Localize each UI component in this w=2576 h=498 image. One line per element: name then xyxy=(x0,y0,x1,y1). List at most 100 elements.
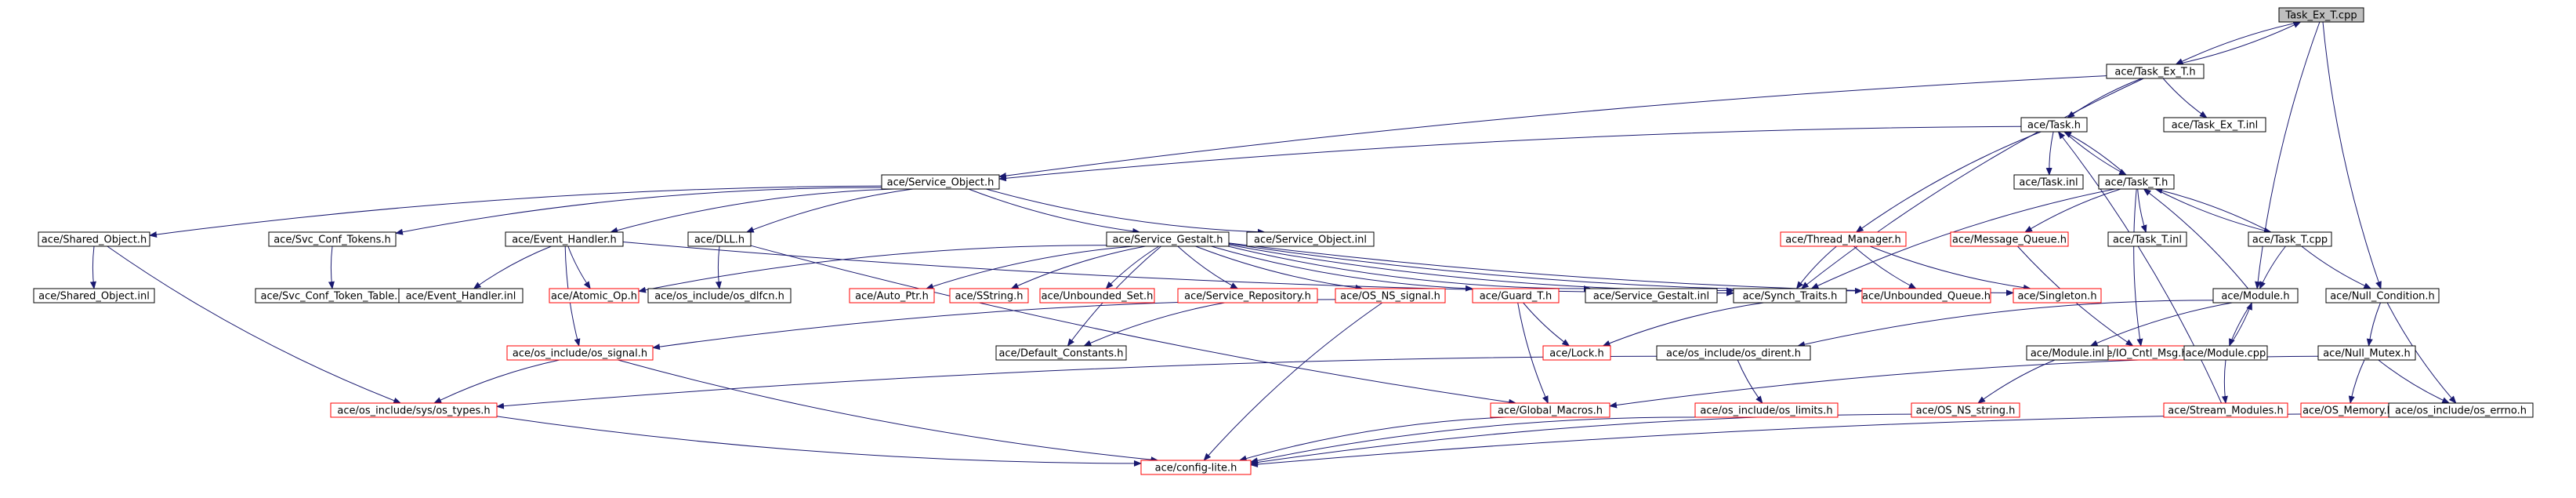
node-box[interactable] xyxy=(1490,402,1610,418)
node-task_ex_t_cpp[interactable]: Task_Ex_T.cpp xyxy=(2278,7,2364,23)
node-box[interactable] xyxy=(38,231,150,247)
node-box[interactable] xyxy=(1335,288,1446,304)
node-service_gestalt_h[interactable]: ace/Service_Gestalt.h xyxy=(1106,231,1230,247)
node-default_constants_h[interactable]: ace/Default_Constants.h xyxy=(995,345,1127,361)
node-box[interactable] xyxy=(398,288,524,304)
node-box[interactable] xyxy=(1656,345,1811,361)
node-module_inl[interactable]: ace/Module.inl xyxy=(2026,345,2109,361)
node-event_handler_inl[interactable]: ace/Event_Handler.inl xyxy=(398,288,524,304)
node-box[interactable] xyxy=(1950,231,2069,247)
node-service_gestalt_inl[interactable]: ace/Service_Gestalt.inl xyxy=(1585,288,1718,304)
node-atomic_op_h[interactable]: ace/Atomic_Op.h xyxy=(549,288,639,304)
node-box[interactable] xyxy=(2107,231,2187,247)
node-box[interactable] xyxy=(2020,117,2088,133)
node-os_errno_h[interactable]: ace/os_include/os_errno.h xyxy=(2388,402,2534,418)
node-box[interactable] xyxy=(2212,288,2299,304)
node-box[interactable] xyxy=(2163,402,2288,418)
node-thread_manager_h[interactable]: ace/Thread_Manager.h xyxy=(1780,231,1907,247)
node-task_t_cpp[interactable]: ace/Task_T.cpp xyxy=(2248,231,2332,247)
node-box[interactable] xyxy=(1246,231,1375,247)
node-box[interactable] xyxy=(849,288,935,304)
node-service_repository_h[interactable]: ace/Service_Repository.h xyxy=(1177,288,1318,304)
node-box[interactable] xyxy=(2388,402,2534,418)
node-event_handler_h[interactable]: ace/Event_Handler.h xyxy=(505,231,624,247)
node-config_lite_h[interactable]: ace/config-lite.h xyxy=(1140,460,1252,475)
node-os_dirent_h[interactable]: ace/os_include/os_dirent.h xyxy=(1656,345,1811,361)
node-box[interactable] xyxy=(1140,460,1252,475)
node-guard_t_h[interactable]: ace/Guard_T.h xyxy=(1472,288,1560,304)
node-box[interactable] xyxy=(1585,288,1718,304)
node-os_dlfcn_h[interactable]: ace/os_include/os_dlfcn.h xyxy=(647,288,792,304)
node-service_object_h[interactable]: ace/Service_Object.h xyxy=(881,174,1000,190)
node-synch_traits_h[interactable]: ace/Synch_Traits.h xyxy=(1733,288,1847,304)
node-null_condition_h[interactable]: ace/Null_Condition.h xyxy=(2325,288,2440,304)
node-box[interactable] xyxy=(1694,402,1839,418)
node-os_memory_h[interactable]: ace/OS_Memory.h xyxy=(2300,402,2396,418)
node-unbounded_queue_h[interactable]: ace/Unbounded_Queue.h xyxy=(1861,288,1991,304)
node-module_cpp[interactable]: ace/Module.cpp xyxy=(2183,345,2268,361)
node-box[interactable] xyxy=(2248,231,2332,247)
node-box[interactable] xyxy=(1542,345,1611,361)
node-task_t_h[interactable]: ace/Task_T.h xyxy=(2098,174,2175,190)
edge-service_gestalt_h-to-service_gestalt_inl xyxy=(1227,245,1592,293)
node-task_t_inl[interactable]: ace/Task_T.inl xyxy=(2107,231,2187,247)
node-box[interactable] xyxy=(2278,7,2364,23)
node-dll_h[interactable]: ace/DLL.h xyxy=(687,231,752,247)
node-box[interactable] xyxy=(2163,117,2266,133)
node-box[interactable] xyxy=(2317,345,2416,361)
node-task_ex_t_inl[interactable]: ace/Task_Ex_T.inl xyxy=(2163,117,2266,133)
node-unbounded_set_h[interactable]: ace/Unbounded_Set.h xyxy=(1039,288,1155,304)
node-task_h[interactable]: ace/Task.h xyxy=(2020,117,2088,133)
node-box[interactable] xyxy=(881,174,1000,190)
node-task_inl[interactable]: ace/Task.inl xyxy=(2013,174,2084,190)
node-singleton_h[interactable]: ace/Singleton.h xyxy=(2013,288,2102,304)
node-box[interactable] xyxy=(2013,288,2102,304)
node-os_signal_h[interactable]: ace/os_include/os_signal.h xyxy=(506,345,654,361)
node-os_limits_h[interactable]: ace/os_include/os_limits.h xyxy=(1694,402,1839,418)
node-box[interactable] xyxy=(2026,345,2109,361)
node-box[interactable] xyxy=(330,402,498,418)
node-box[interactable] xyxy=(268,231,397,247)
node-task_ex_t_h[interactable]: ace/Task_Ex_T.h xyxy=(2106,64,2205,79)
node-global_macros_h[interactable]: ace/Global_Macros.h xyxy=(1490,402,1610,418)
node-shared_object_h[interactable]: ace/Shared_Object.h xyxy=(38,231,150,247)
node-box[interactable] xyxy=(549,288,639,304)
node-box[interactable] xyxy=(995,345,1127,361)
node-label: ace/Message_Queue.h xyxy=(1952,234,2067,246)
node-box[interactable] xyxy=(2106,64,2205,79)
node-box[interactable] xyxy=(1177,288,1318,304)
node-stream_modules_h[interactable]: ace/Stream_Modules.h xyxy=(2163,402,2288,418)
node-box[interactable] xyxy=(1780,231,1907,247)
node-box[interactable] xyxy=(2013,174,2084,190)
node-null_mutex_h[interactable]: ace/Null_Mutex.h xyxy=(2317,345,2416,361)
node-module_h[interactable]: ace/Module.h xyxy=(2212,288,2299,304)
node-service_object_inl[interactable]: ace/Service_Object.inl xyxy=(1246,231,1375,247)
node-box[interactable] xyxy=(1039,288,1155,304)
node-message_queue_h[interactable]: ace/Message_Queue.h xyxy=(1950,231,2069,247)
node-svc_conf_tokens_h[interactable]: ace/Svc_Conf_Tokens.h xyxy=(268,231,397,247)
node-box[interactable] xyxy=(2183,345,2268,361)
node-box[interactable] xyxy=(1472,288,1560,304)
node-svc_conf_token_table_h[interactable]: ace/Svc_Conf_Token_Table.h xyxy=(255,288,410,304)
node-box[interactable] xyxy=(505,231,624,247)
node-box[interactable] xyxy=(506,345,654,361)
edge-module_h-to-task_t_h xyxy=(2143,188,2248,289)
node-sstring_h[interactable]: ace/SString.h xyxy=(949,288,1029,304)
node-lock_h[interactable]: ace/Lock.h xyxy=(1542,345,1611,361)
node-os_ns_string_h[interactable]: ace/OS_NS_string.h xyxy=(1911,402,2020,418)
node-box[interactable] xyxy=(687,231,752,247)
node-box[interactable] xyxy=(1733,288,1847,304)
node-box[interactable] xyxy=(2325,288,2440,304)
node-auto_ptr_h[interactable]: ace/Auto_Ptr.h xyxy=(849,288,935,304)
node-os_ns_signal_h[interactable]: ace/OS_NS_signal.h xyxy=(1335,288,1446,304)
node-box[interactable] xyxy=(1861,288,1991,304)
node-box[interactable] xyxy=(949,288,1029,304)
node-box[interactable] xyxy=(2098,174,2175,190)
node-shared_object_inl[interactable]: ace/Shared_Object.inl xyxy=(33,288,155,304)
node-box[interactable] xyxy=(647,288,792,304)
node-box[interactable] xyxy=(1911,402,2020,418)
node-io_cntl_msg_h[interactable]: ace/IO_Cntl_Msg.h xyxy=(2088,345,2194,361)
node-box[interactable] xyxy=(1106,231,1230,247)
node-os_types_h[interactable]: ace/os_include/sys/os_types.h xyxy=(330,402,498,418)
node-box[interactable] xyxy=(33,288,155,304)
